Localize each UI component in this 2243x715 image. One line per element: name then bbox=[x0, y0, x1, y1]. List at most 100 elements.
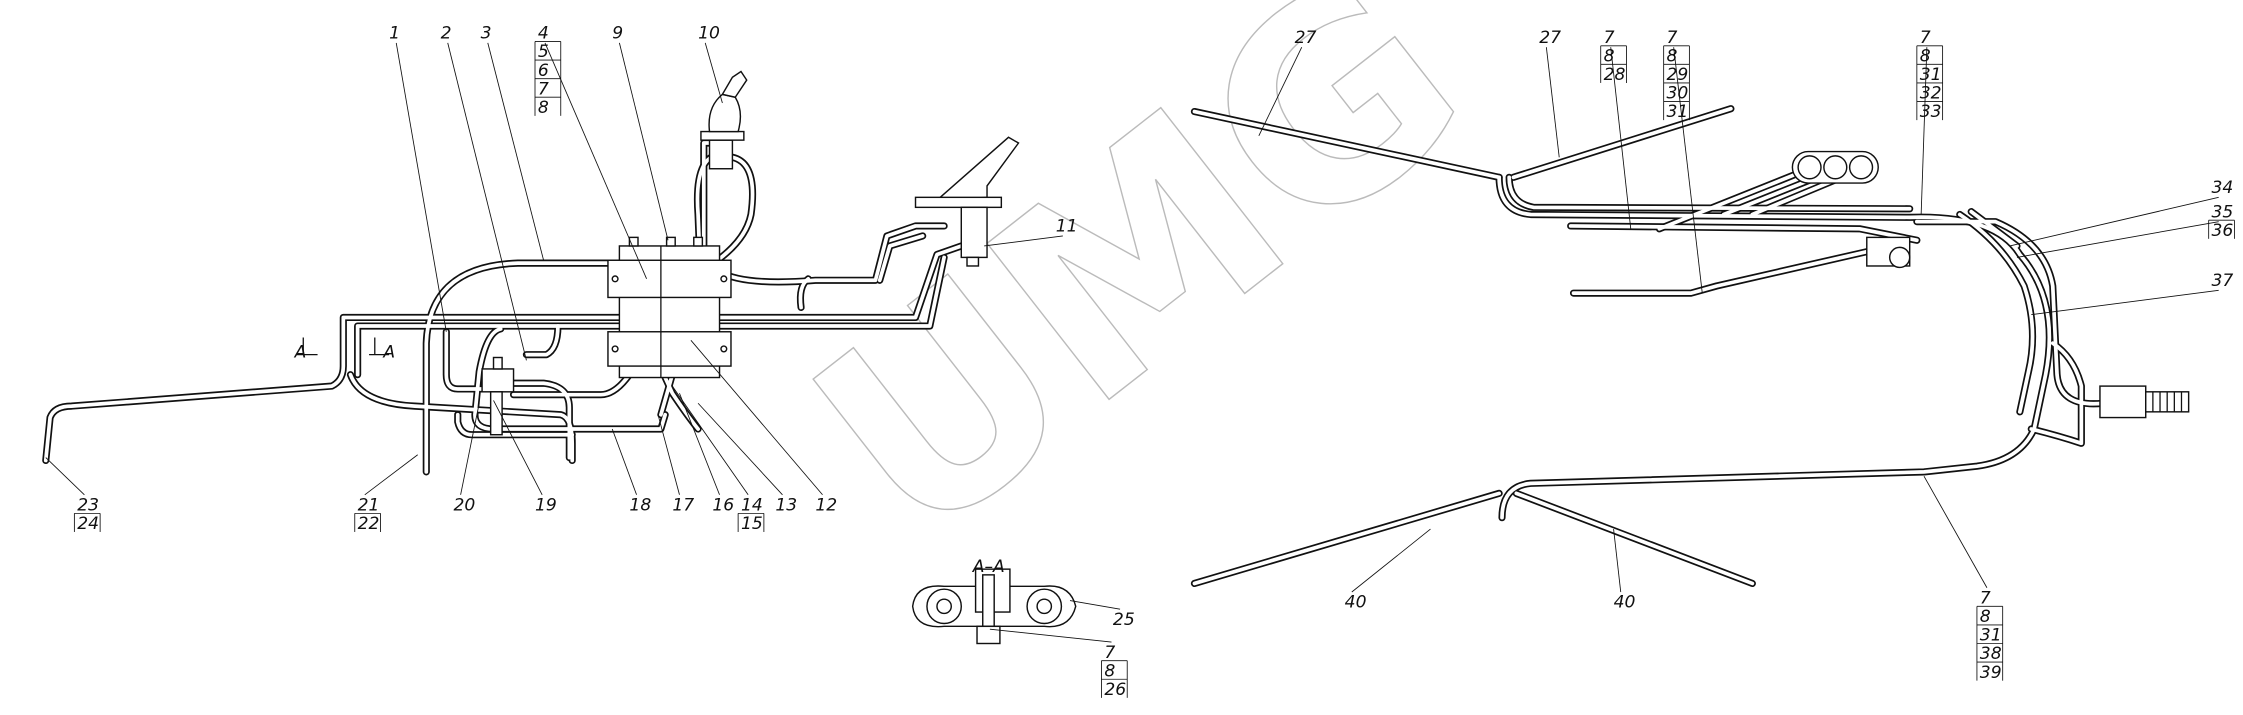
callout: 16 bbox=[679, 393, 734, 516]
pipe-bore bbox=[473, 327, 668, 431]
callout-label: 24 bbox=[77, 514, 99, 534]
callout-label: 30 bbox=[1667, 84, 1689, 104]
callout-label: 31 bbox=[1667, 102, 1689, 122]
leader-line bbox=[45, 457, 85, 496]
leader-line bbox=[611, 428, 637, 495]
leader-line bbox=[487, 42, 544, 261]
pipe-bore bbox=[1914, 219, 2105, 406]
brake-pedal-valve bbox=[914, 136, 1020, 267]
callout-label: 10 bbox=[698, 24, 720, 44]
callout-label: 7 bbox=[1667, 28, 1678, 48]
callout-label: 7 bbox=[538, 79, 549, 99]
callout: 40 bbox=[1345, 528, 1431, 613]
section-marker-left: A bbox=[294, 343, 307, 363]
callout: 27 bbox=[1258, 28, 1317, 137]
leader-line bbox=[1610, 47, 1632, 229]
callout-label: 8 bbox=[538, 98, 549, 118]
leader-line bbox=[1673, 47, 1703, 294]
callout-label: 14 bbox=[741, 496, 763, 516]
callout-label: 40 bbox=[1345, 593, 1367, 613]
callout: 3 bbox=[481, 24, 544, 261]
callout-label: 18 bbox=[629, 496, 651, 516]
leader-line bbox=[364, 454, 418, 496]
leader-line bbox=[1545, 47, 1560, 158]
callout-label: 26 bbox=[1104, 680, 1126, 700]
callout-label: 7 bbox=[1920, 28, 1931, 48]
leader-line bbox=[395, 42, 447, 332]
callout-label: 4 bbox=[538, 24, 549, 44]
pipe-bore bbox=[43, 244, 964, 463]
callout-label: 8 bbox=[1980, 607, 1991, 627]
callout-label: 8 bbox=[1104, 661, 1115, 681]
pipe-bore bbox=[1969, 209, 2019, 248]
joystick bbox=[700, 70, 748, 170]
leader-line bbox=[544, 42, 647, 280]
leader-line bbox=[697, 402, 783, 496]
callout-label: 34 bbox=[2212, 178, 2234, 198]
pipe-bore bbox=[1497, 175, 2052, 520]
pipe-bore bbox=[348, 372, 575, 463]
leader-line bbox=[2009, 196, 2219, 247]
leader-line bbox=[671, 385, 749, 496]
callout-label: 3 bbox=[481, 24, 492, 44]
leader-line bbox=[1069, 600, 1121, 610]
pipe-bore bbox=[1657, 172, 1841, 231]
leader-line bbox=[984, 235, 1063, 247]
callout-label: 15 bbox=[741, 514, 763, 534]
leader-line bbox=[2031, 289, 2219, 316]
callout-label: 25 bbox=[1113, 610, 1135, 630]
callout: 10 bbox=[698, 24, 723, 104]
callout-label: 8 bbox=[1667, 46, 1678, 66]
callout-label: 5 bbox=[538, 42, 549, 62]
pipe-bore bbox=[1192, 109, 1502, 180]
umg-watermark: UMG bbox=[761, 0, 1518, 602]
callout: 9 bbox=[612, 24, 669, 241]
callout-label: 8 bbox=[1920, 46, 1931, 66]
clamp-section-a-a bbox=[911, 568, 1077, 645]
callout-label: 1 bbox=[389, 24, 400, 44]
leader-line bbox=[1920, 47, 1928, 215]
valve-block bbox=[607, 236, 732, 379]
pipe-bore bbox=[663, 375, 700, 431]
pump bbox=[2099, 385, 2190, 419]
leader-line bbox=[657, 414, 680, 495]
callout: 34 bbox=[2009, 178, 2234, 247]
leader-line bbox=[2016, 221, 2219, 258]
callout-label: 35 bbox=[2212, 202, 2234, 222]
pipe-bore bbox=[455, 412, 575, 437]
leader-line bbox=[1613, 529, 1622, 593]
leader-line bbox=[1351, 528, 1431, 593]
control-valve bbox=[1866, 236, 1911, 269]
leader-line bbox=[1923, 475, 1988, 588]
leader-line bbox=[1258, 47, 1303, 137]
callout-label: 8 bbox=[1604, 46, 1615, 66]
pipe-bore bbox=[444, 329, 484, 391]
callout-label: 29 bbox=[1667, 65, 1689, 85]
callout-label: 31 bbox=[1980, 626, 2002, 646]
callout-label: 33 bbox=[1920, 102, 1942, 122]
callout: 37 bbox=[2031, 271, 2233, 316]
callout: 11 bbox=[984, 217, 1078, 247]
section-markers: A A A–A bbox=[294, 337, 1005, 577]
pipe-bore bbox=[1507, 175, 1912, 211]
callout: 18 bbox=[611, 428, 651, 516]
pipe-bore bbox=[1192, 491, 1502, 586]
callout: 12 bbox=[690, 340, 837, 516]
leader-line bbox=[493, 400, 543, 495]
callout: 2 bbox=[441, 24, 527, 361]
pipe-bore bbox=[798, 276, 811, 310]
callout-label: 22 bbox=[358, 514, 380, 534]
callout-label: 6 bbox=[538, 61, 549, 81]
callout-label: 32 bbox=[1920, 84, 1942, 104]
callout-label: 7 bbox=[1604, 28, 1615, 48]
callout-label: 23 bbox=[77, 496, 99, 516]
callout-label: 27 bbox=[1539, 28, 1561, 48]
callout-label: 36 bbox=[2212, 221, 2234, 241]
